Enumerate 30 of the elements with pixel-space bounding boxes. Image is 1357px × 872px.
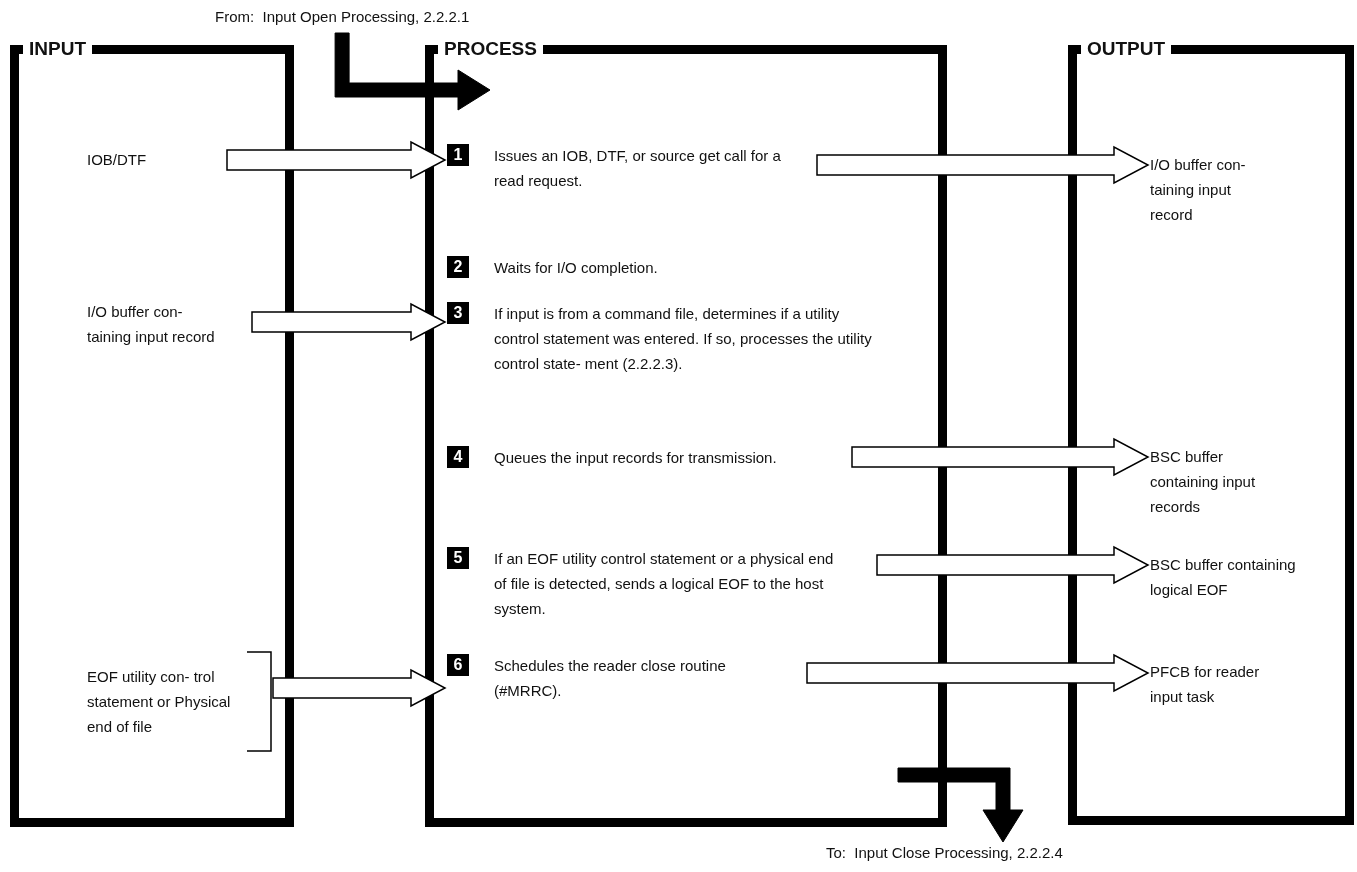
data-label: IOB/DTF <box>87 147 167 172</box>
step-description: If an EOF utility control statement or a physical end of file is detected, sends a logical EOF to the host system. <box>494 549 835 619</box>
data-label: I/O buffer con- taining input record <box>1150 152 1275 227</box>
data-label: PFCB for reader input task <box>1150 659 1290 709</box>
hollow-arrow <box>851 437 1150 477</box>
data-label: BSC buffer containing logical EOF <box>1150 552 1320 602</box>
hollow-arrow <box>251 302 447 342</box>
step-number: 5 <box>447 547 469 569</box>
step-description: Schedules the reader close routine (#MRRC). <box>494 656 727 701</box>
reference-text: To: Input Close Processing, 2.2.2.4 <box>826 840 1063 865</box>
step-description: Queues the input records for transmission. <box>494 448 778 468</box>
hollow-arrow <box>272 668 447 708</box>
data-label: I/O buffer con- taining input record <box>87 299 222 349</box>
step-number: 1 <box>447 144 469 166</box>
reference-text: From: Input Open Processing, 2.2.2.1 <box>215 4 470 29</box>
step-number: 3 <box>447 302 469 324</box>
thick-arrow <box>334 32 491 111</box>
thick-arrow <box>897 767 1024 843</box>
data-label: EOF utility con- trol statement or Physical end of file <box>87 664 237 739</box>
step-description: Issues an IOB, DTF, or source get call for a read request. <box>494 146 782 191</box>
step-description: Waits for I/O completion. <box>494 258 659 278</box>
hollow-arrow <box>226 140 447 180</box>
data-label: BSC buffer containing input records <box>1150 444 1275 519</box>
hollow-arrow <box>806 653 1150 693</box>
step-number: 2 <box>447 256 469 278</box>
step-number: 6 <box>447 654 469 676</box>
step-number: 4 <box>447 446 469 468</box>
step-description: If input is from a command file, determines if a utility control statement was entered. If so, processes the utility control state- ment (2.2.2.3). <box>494 304 873 374</box>
hollow-arrow <box>816 145 1150 185</box>
hollow-arrow <box>876 545 1150 585</box>
